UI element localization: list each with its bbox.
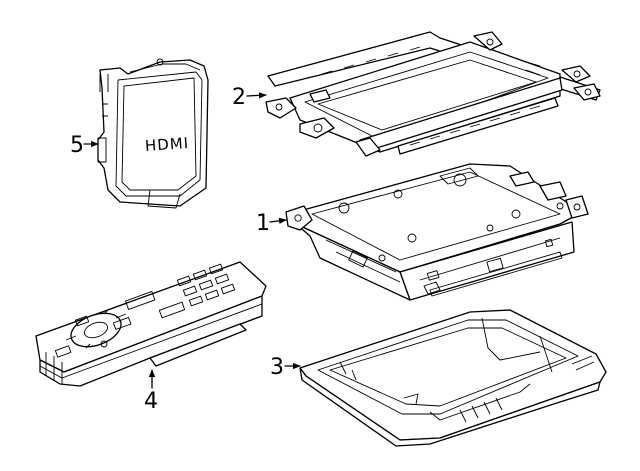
callout-1-number: 1 xyxy=(256,211,270,236)
callout-4: 4 xyxy=(144,369,158,414)
part-3-bezel-housing xyxy=(299,309,607,447)
part-5-hdmi-module: HDMI xyxy=(97,58,209,209)
part-1-main-unit xyxy=(285,163,589,301)
callout-2: 2 xyxy=(232,85,267,110)
callout-1: 1 xyxy=(256,211,287,236)
callout-2-number: 2 xyxy=(232,85,246,110)
callout-3: 3 xyxy=(270,355,301,380)
hdmi-label: HDMI xyxy=(144,134,189,155)
part-2-mounting-bracket xyxy=(265,31,601,157)
callout-3-number: 3 xyxy=(270,355,284,380)
callout-5-number: 5 xyxy=(70,133,84,158)
callout-4-number: 4 xyxy=(144,389,158,414)
part-4-remote-control xyxy=(35,261,267,387)
callout-5: 5 xyxy=(70,133,99,158)
